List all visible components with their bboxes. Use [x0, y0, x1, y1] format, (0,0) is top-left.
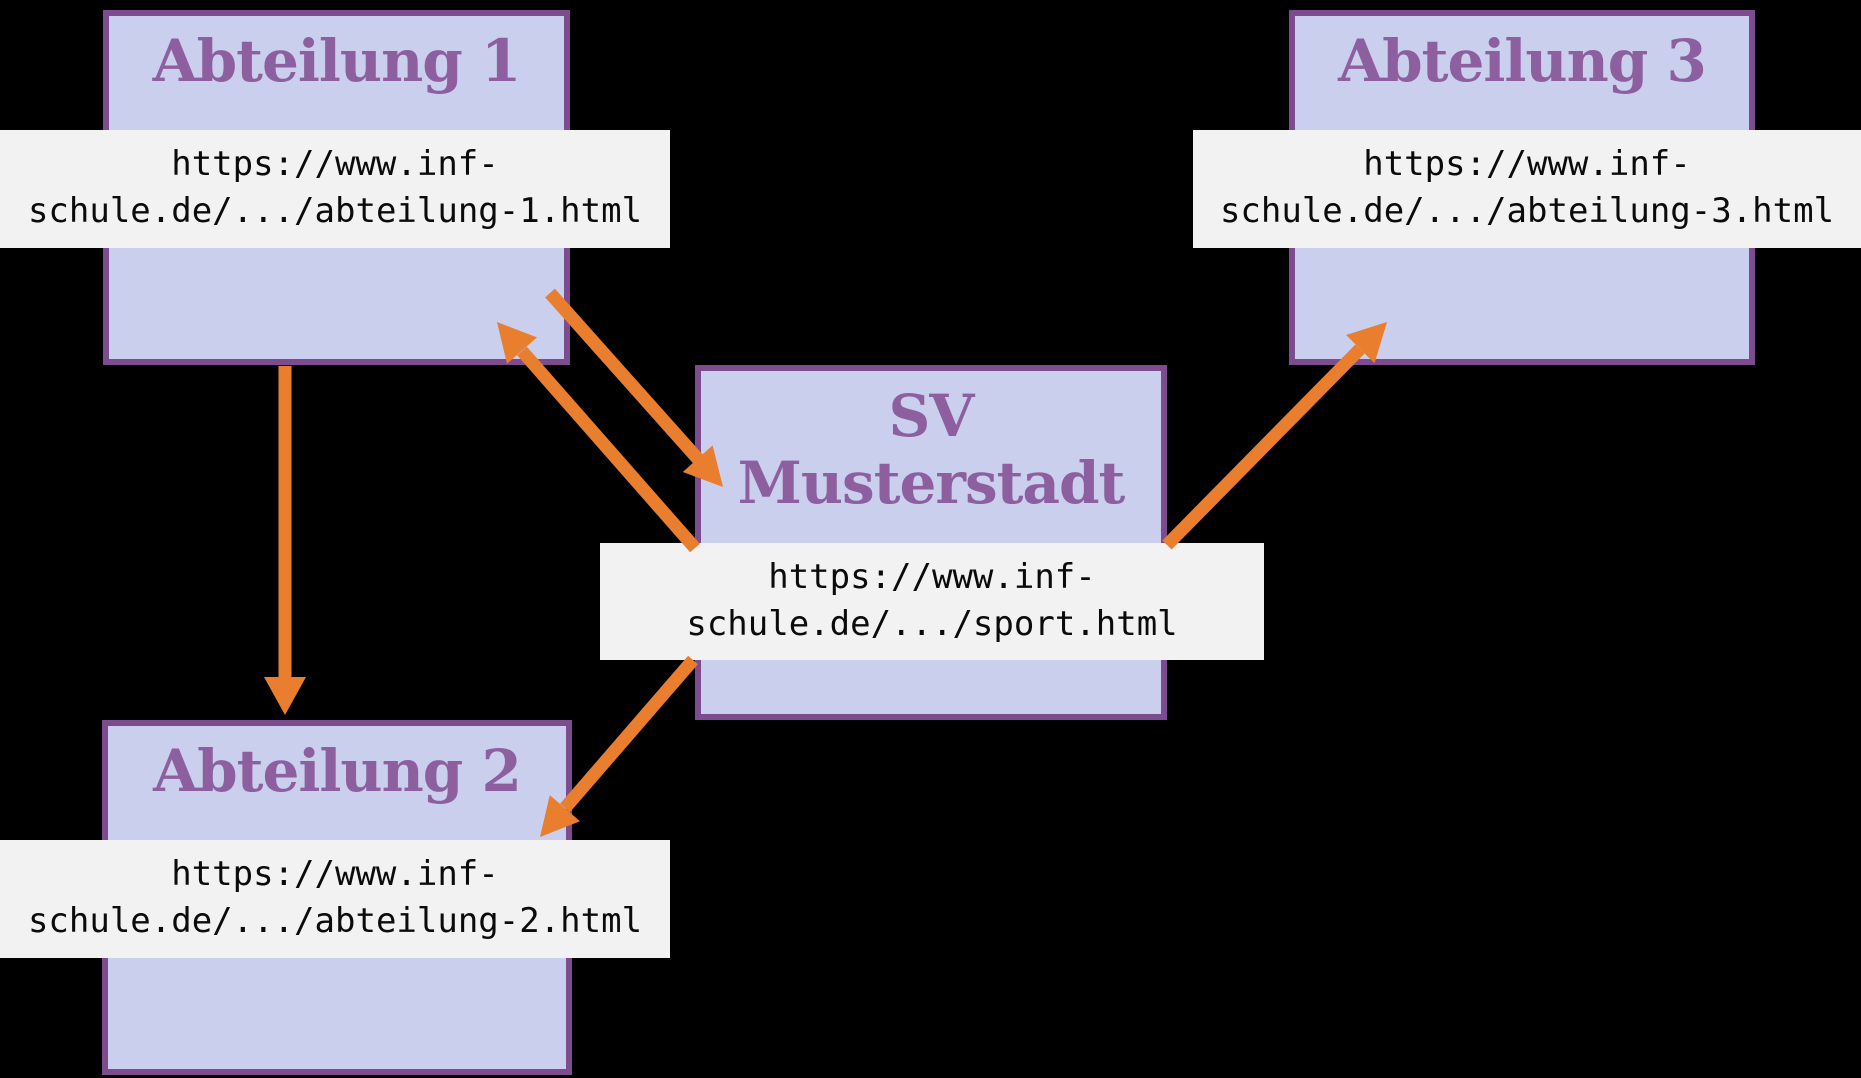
url-sv-line1: https://www.inf- [768, 557, 1096, 597]
url-abteilung-2-line2: schule.de/.../abteilung-2.html [27, 901, 643, 941]
node-abteilung-1-title: Abteilung 1 [152, 27, 522, 95]
node-sv-title-line1: SV [888, 382, 975, 450]
url-abteilung-1-line1: https://www.inf- [171, 144, 499, 184]
url-label-abteilung-3: https://www.inf- schule.de/.../abteilung… [1193, 130, 1861, 248]
url-abteilung-3-line1: https://www.inf- [1363, 144, 1691, 184]
url-sv-line2: schule.de/.../sport.html [686, 604, 1178, 644]
node-sv-musterstadt-title: SV Musterstadt [701, 371, 1161, 518]
url-label-abteilung-2: https://www.inf- schule.de/.../abteilung… [0, 840, 670, 958]
url-label-abteilung-1: https://www.inf- schule.de/.../abteilung… [0, 130, 670, 248]
node-sv-musterstadt: SV Musterstadt [695, 365, 1167, 720]
arrow-abteilung1-to-abteilung2 [264, 366, 306, 715]
node-abteilung-2-title: Abteilung 2 [153, 737, 522, 805]
url-abteilung-1-line2: schule.de/.../abteilung-1.html [27, 191, 643, 231]
node-abteilung-3-title: Abteilung 3 [1338, 27, 1707, 95]
node-sv-title-line2: Musterstadt [737, 449, 1126, 518]
url-abteilung-2-line1: https://www.inf- [171, 854, 499, 894]
url-label-sv-musterstadt: https://www.inf- schule.de/.../sport.htm… [600, 543, 1264, 660]
url-abteilung-3-line2: schule.de/.../abteilung-3.html [1219, 191, 1835, 231]
